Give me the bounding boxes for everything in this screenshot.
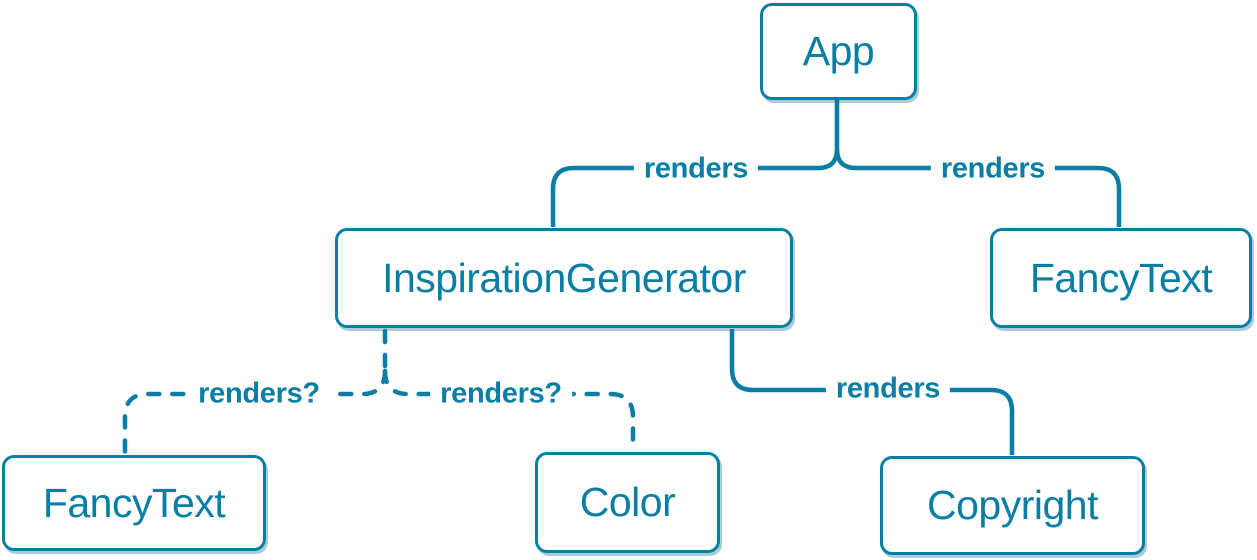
node-fancy-text-bottom: FancyText bbox=[2, 455, 266, 551]
node-color: Color bbox=[535, 452, 720, 553]
edge-label-renders-inspiration-generator-copyright: renders bbox=[825, 371, 951, 407]
node-copyright: Copyright bbox=[880, 456, 1145, 555]
node-copyright-label: Copyright bbox=[927, 482, 1098, 528]
edge-label-renders-q-inspiration-generator-fancy-text: renders? bbox=[188, 376, 330, 412]
edge-label-renders-q-inspiration-generator-color: renders? bbox=[430, 376, 572, 412]
node-color-label: Color bbox=[579, 479, 676, 525]
node-fancy-text-top-label: FancyText bbox=[1029, 254, 1213, 301]
edge-label-renders-app-fancy-text: renders bbox=[930, 151, 1056, 187]
node-app: App bbox=[760, 3, 917, 100]
node-fancy-text-top: FancyText bbox=[990, 228, 1252, 328]
edge-inspiration-generator-to-fancy-text bbox=[122, 368, 388, 456]
node-inspiration-generator: InspirationGenerator bbox=[335, 228, 793, 328]
node-fancy-text-bottom-label: FancyText bbox=[42, 479, 226, 526]
edge-app-to-fancy-text bbox=[834, 148, 1122, 227]
node-app-label: App bbox=[802, 28, 875, 74]
node-inspiration-generator-label: InspirationGenerator bbox=[382, 254, 746, 301]
edge-inspiration-generator-to-color bbox=[382, 368, 636, 453]
edge-label-renders-app-inspiration-generator: renders bbox=[633, 151, 759, 187]
